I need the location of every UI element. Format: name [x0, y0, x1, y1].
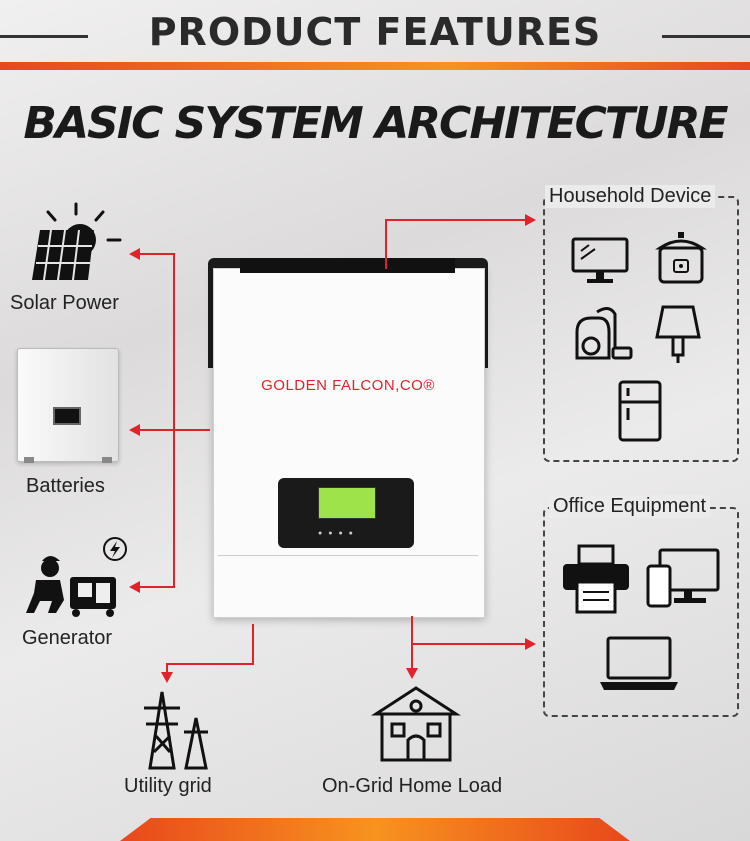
header-line-left [0, 35, 88, 38]
generator-arrow [129, 581, 140, 593]
inverter-cap [240, 258, 455, 273]
office-connector [411, 643, 525, 645]
home-load-label: On-Grid Home Load [322, 775, 503, 797]
generator-icon [26, 537, 127, 617]
main-title: BASIC SYSTEM ARCHITECTURE [23, 98, 728, 149]
office-equipment-title: Office Equipment [549, 495, 711, 518]
grid-connector-vertical [252, 624, 254, 664]
utility-grid-label: Utility grid [124, 775, 212, 797]
lcd-screen [318, 487, 376, 519]
printer-icon [563, 544, 629, 614]
control-buttons: ●●●● [318, 530, 359, 537]
household-connector [385, 219, 525, 221]
laptop-icon [600, 636, 678, 690]
batteries-label: Batteries [26, 475, 105, 497]
refrigerator-icon [618, 380, 662, 442]
header-line-right [662, 35, 750, 38]
phone-monitor-icon [646, 548, 720, 608]
orange-divider [0, 62, 750, 70]
generator-label: Generator [22, 627, 113, 649]
inverter-body [213, 268, 485, 618]
bottom-orange-strip [120, 818, 630, 841]
solar-panel-icon [32, 202, 122, 281]
office-arrow [525, 638, 536, 650]
household-arrow [525, 214, 536, 226]
home-load-arrow [406, 668, 418, 679]
battery-cabinet-icon [17, 348, 119, 463]
banner-title: PRODUCT FEATURES [148, 10, 602, 54]
grid-connector-down [166, 663, 168, 673]
lamp-icon [655, 305, 701, 363]
battery-connector [140, 429, 210, 431]
inverter-brand: GOLDEN FALCON,CO® [261, 377, 435, 394]
generator-connector [140, 586, 175, 588]
house-icon [370, 686, 462, 762]
solar-power-label: Solar Power [10, 292, 119, 314]
solar-arrow [129, 248, 140, 260]
household-connector-up [385, 219, 387, 269]
battery-arrow [129, 424, 140, 436]
inverter-seam [218, 555, 478, 556]
grid-arrow [161, 672, 173, 683]
vacuum-cleaner-icon [575, 307, 633, 360]
bottom-connector-vertical [411, 616, 413, 668]
source-bus-line [173, 253, 175, 587]
solar-connector [140, 253, 175, 255]
power-tower-icon [144, 691, 208, 770]
rice-cooker-icon [655, 232, 707, 284]
grid-connector-horizontal [166, 663, 254, 665]
monitor-icon [571, 237, 629, 283]
household-device-title: Household Device [545, 185, 716, 208]
